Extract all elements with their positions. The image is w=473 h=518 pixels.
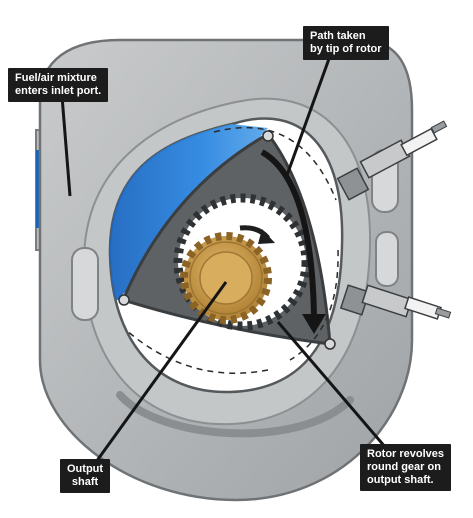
label-rotor-revolves: Rotor revolves round gear on output shaf… [360, 444, 452, 491]
apex-seal-top [262, 130, 274, 142]
output-shaft-hub [199, 251, 253, 305]
leader-rotor [276, 321, 388, 449]
housing-slot-right-lower [375, 231, 399, 287]
spark-plug-icon [336, 120, 448, 201]
housing-slot-lower [116, 391, 354, 438]
label-rotor-tip-path: Path taken by tip of rotor [303, 26, 389, 60]
apex-seal-right [324, 338, 336, 350]
leader-path [284, 55, 332, 179]
label-fuel-air-mixture: Fuel/air mixture enters inlet port. [8, 68, 109, 102]
spark-plug-icon [339, 284, 452, 320]
label-output-shaft: Output shaft [60, 459, 111, 493]
leader-fuel [60, 95, 72, 197]
tip-direction-arrow [260, 149, 317, 319]
apex-seal-left [118, 294, 130, 306]
rotor-tip-path [125, 126, 339, 374]
housing-slot-left [71, 247, 99, 321]
leader-shaft [94, 281, 228, 463]
